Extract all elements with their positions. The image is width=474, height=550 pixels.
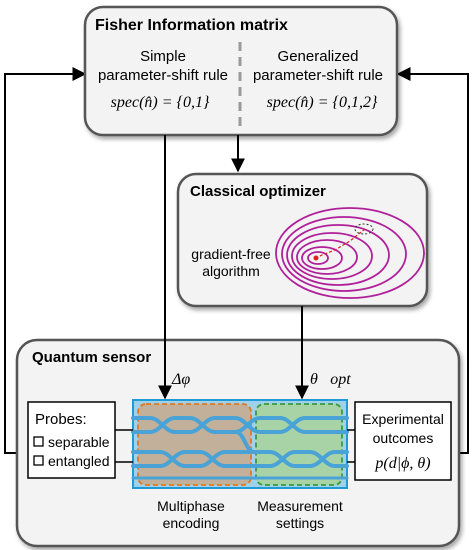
probe-to-chip-links (115, 429, 133, 463)
simple-rule-line2: parameter-shift rule (98, 67, 228, 84)
simple-rule-line1: Simple (140, 48, 186, 65)
fisher-title: Fisher Information matrix (95, 17, 288, 34)
checkbox-separable-icon (33, 436, 44, 447)
classical-optimizer-box: Classical optimizer gradient-free algori… (176, 172, 429, 308)
optimization-path (313, 223, 374, 261)
delta-phi-label: Δφ⃗ (171, 371, 203, 388)
outcomes-probability: p(d|ϕ, θ) (374, 455, 430, 472)
chip-input-arrows (158, 135, 309, 400)
outcomes-box: Experimental outcomes p(d|ϕ, θ) (354, 401, 452, 481)
generalized-rule-line2: parameter-shift rule (253, 67, 383, 84)
probe-separable: separable (48, 434, 110, 450)
optimizer-title: Classical optimizer (190, 183, 326, 200)
probes-box: Probes: separable entangled (27, 401, 116, 479)
chip-to-outcomes-links (347, 429, 355, 463)
contour-plot (275, 207, 425, 299)
theta-opt-label: θ⃗opt (310, 371, 351, 388)
outcomes-line2: outcomes (373, 430, 434, 446)
generalized-rule-line1: Generalized (278, 48, 359, 65)
simple-rule-spec: spec(n̂) = {0,1} (111, 94, 210, 111)
probe-entangled: entangled (48, 453, 110, 469)
optimizer-line1: gradient-free (191, 246, 271, 262)
photonic-chip (131, 399, 349, 489)
checkbox-entangled-icon (33, 455, 44, 466)
measurement-label-line1: Measurement (257, 498, 343, 514)
probes-title: Probes: (35, 411, 87, 428)
outcomes-line1: Experimental (362, 411, 444, 427)
encoding-label-line2: encoding (163, 515, 220, 531)
generalized-rule-spec: spec(n̂) = {0,1,2} (267, 94, 378, 111)
fisher-information-box: Fisher Information matrix Simple paramet… (83, 5, 399, 137)
sensor-title: Quantum sensor (32, 349, 151, 366)
waveguides (131, 416, 349, 480)
encoding-label-line1: Multiphase (157, 498, 225, 514)
measurement-label-line2: settings (276, 515, 324, 531)
optimizer-line2: algorithm (202, 263, 260, 279)
